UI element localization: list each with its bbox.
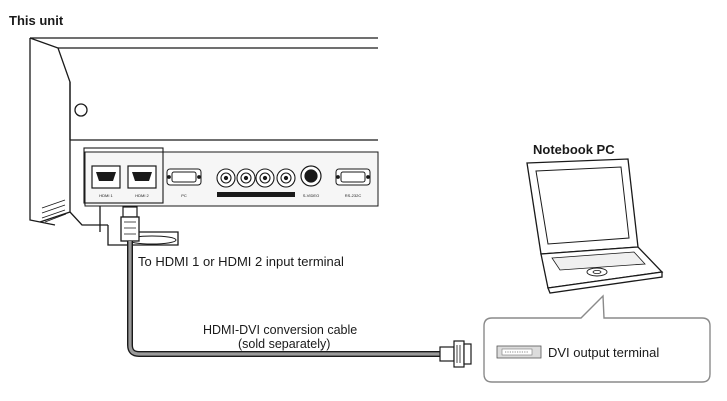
notebook-pc-label: Notebook PC [533, 142, 615, 157]
rs232c-port [335, 168, 371, 186]
dvi-plug [439, 340, 472, 368]
hdmi1-port [91, 165, 121, 189]
hdmi-input-terminal-label: To HDMI 1 or HDMI 2 input terminal [138, 254, 344, 269]
cable-label-line2: (sold separately) [238, 337, 331, 351]
hdmi-dvi-cable-core [128, 241, 440, 356]
dvi-callout-box [483, 294, 711, 383]
svideo-panel-label: S-VIDEO [303, 193, 319, 198]
hdmi-terminals-outline [83, 147, 164, 204]
pc-panel-label: PC [181, 193, 187, 198]
projector-unit [29, 37, 379, 246]
dvi-terminal-icon [496, 345, 542, 359]
dvi-output-terminal-label: DVI output terminal [548, 345, 660, 360]
svideo-port [300, 165, 322, 187]
component-label-strip [217, 192, 295, 197]
hdmi2-port [127, 165, 157, 189]
hdmi-plug [120, 206, 140, 242]
pc-port [166, 168, 202, 186]
hdmi2-panel-label: HDMI 2 [135, 193, 149, 198]
rs232c-panel-label: RS-232C [345, 193, 362, 198]
this-unit-label: This unit [9, 13, 64, 28]
hdmi1-panel-label: HDMI 1 [99, 193, 113, 198]
notebook-pc [526, 158, 664, 294]
cable-label-line1: HDMI-DVI conversion cable [203, 323, 358, 337]
component-jacks [216, 168, 296, 188]
